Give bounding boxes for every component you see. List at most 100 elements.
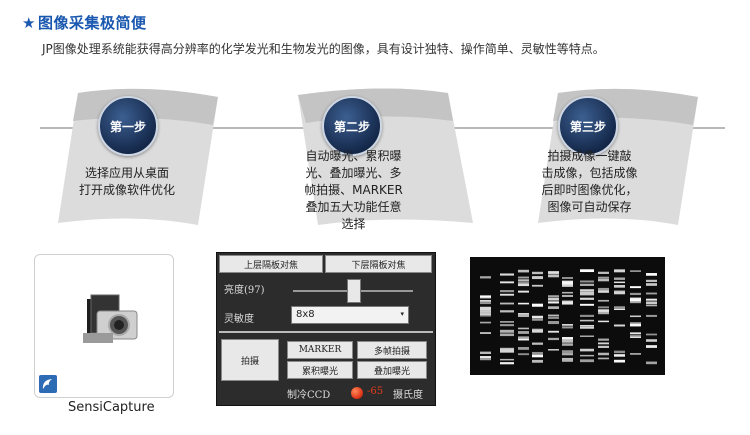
gel-band [562,280,573,283]
gel-band [518,336,529,339]
gel-band [646,304,657,307]
step-2-badge: 第二步 [322,96,382,156]
gel-band [548,330,559,333]
gel-band [562,324,573,326]
gel-band [518,331,529,334]
gel-band [646,345,657,348]
gel-band [532,271,543,275]
gel-band [598,287,609,291]
gel-band [480,314,491,317]
capture-button[interactable]: 拍摄 [221,339,279,381]
gel-band [646,279,657,282]
gel-band [646,284,657,286]
gel-band [598,279,609,282]
gel-band [532,303,543,306]
temperature-indicator-icon [351,387,363,399]
gel-band [580,319,594,322]
step-3-badge: 第三步 [558,96,618,156]
gel-band [480,308,491,311]
gel-band [614,277,625,280]
gel-band [518,313,529,315]
gel-band [580,326,594,329]
gel-band [500,321,514,323]
step-2-text: 自动曝光、累积曝 光、叠加曝光、多 帧拍摄、MARKER 叠加五大功能任意 选择 [304,149,403,231]
gel-band [630,270,641,272]
gel-band [614,350,625,354]
software-card[interactable] [34,254,174,398]
gel-band [480,300,491,302]
gel-band [548,295,559,298]
gel-band [532,359,543,363]
gel-band [580,303,594,306]
gel-band [480,306,491,310]
lower-focus-button[interactable]: 下层隔板对焦 [325,255,432,273]
overlay-exposure-button[interactable]: 叠加曝光 [357,361,427,379]
gel-band [532,351,543,355]
gel-band [500,333,514,337]
gel-band [562,352,573,355]
step-1-badge: 第一步 [98,96,158,156]
gel-image [470,257,665,375]
upper-focus-button[interactable]: 上层隔板对焦 [219,255,323,273]
divider [219,331,433,333]
app-logo-icon [39,375,57,393]
gel-band [580,289,594,292]
ccd-label: 制冷CCD [287,390,331,401]
gel-band [614,281,625,284]
gel-band [480,357,491,361]
gel-band [646,314,657,317]
gel-band [562,283,573,287]
gel-band [500,362,514,365]
gel-band [548,274,559,278]
gel-band [614,284,625,288]
gel-band [562,357,573,361]
gel-band [598,311,609,314]
gel-band [580,280,594,283]
temperature-value: -65 [367,386,384,397]
gel-band [630,298,641,302]
gel-band [518,327,529,330]
accumulate-exposure-button[interactable]: 累积曝光 [287,361,353,379]
sensitivity-label: 灵敏度 [224,314,254,325]
gel-band [646,301,657,305]
gel-band [532,318,543,321]
gel-band [562,277,573,279]
gel-band [580,314,594,317]
dropdown-arrow-icon: ▾ [400,310,404,318]
gel-band [518,283,529,287]
gel-band [598,276,609,279]
gel-band [598,320,609,323]
gel-band [500,347,514,350]
gel-band [562,337,573,340]
gel-band [646,282,657,285]
gel-band [598,338,609,341]
gel-band [614,359,625,363]
marker-button[interactable]: MARKER [287,341,353,359]
gel-band [630,332,641,335]
sensitivity-select[interactable]: 8x8 ▾ [291,306,409,324]
gel-band [532,354,543,358]
gel-band [532,315,543,319]
gel-band [500,310,514,313]
gel-band [480,356,491,358]
gel-band [500,273,514,276]
gel-band [500,293,514,296]
gel-band [562,359,573,362]
gel-band [480,321,491,324]
gel-band [614,290,625,293]
gel-band [548,314,559,317]
gel-band [548,297,559,301]
multiframe-button[interactable]: 多帧拍摄 [357,341,427,359]
gel-band [562,301,573,305]
gel-band [630,301,641,304]
gel-band [500,324,514,327]
gel-band [532,328,543,332]
software-name: SensiCapture [68,400,155,415]
gel-band [562,282,573,285]
gel-band [480,295,491,298]
brightness-slider-thumb[interactable] [347,279,361,303]
gel-band [580,359,594,363]
gel-band [614,291,625,295]
gel-band [518,279,529,282]
gel-band [518,276,529,279]
